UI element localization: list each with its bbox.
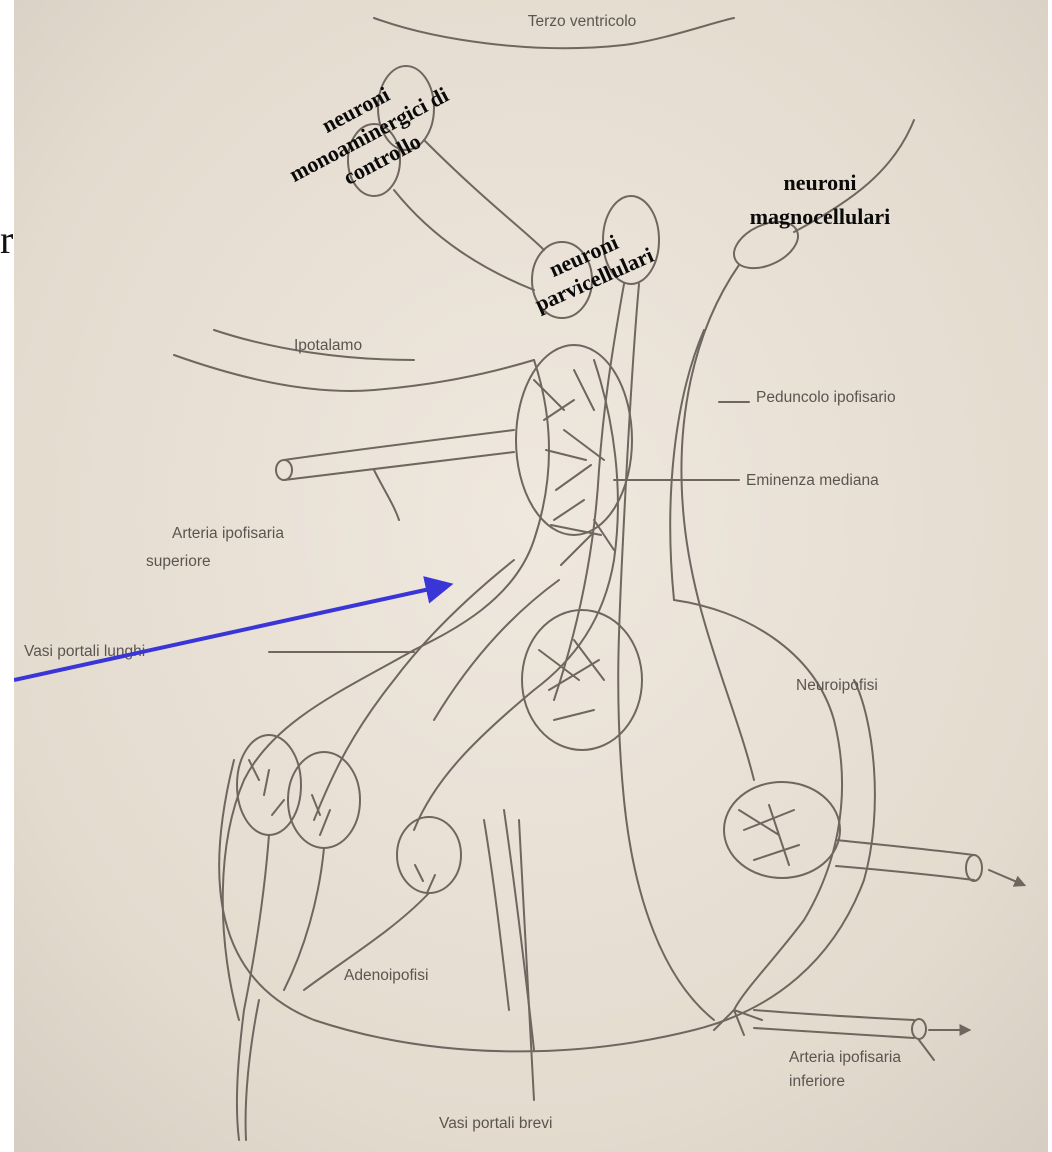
label-pituitary-stalk: Peduncolo ipofisario — [756, 389, 896, 406]
label-neurohypophysis: Neuroipofisi — [796, 677, 878, 694]
paper-background — [14, 0, 1048, 1152]
label-superior-artery-line1: Arteria ipofisaria — [172, 525, 284, 542]
magnocellular-line1: neuroni — [784, 170, 857, 195]
label-long-portal-vessels: Vasi portali lunghi — [24, 643, 145, 660]
label-median-eminence: Eminenza mediana — [746, 472, 879, 489]
label-third-ventricle: Terzo ventricolo — [528, 13, 637, 30]
label-inferior-artery-line1: Arteria ipofisaria — [789, 1049, 901, 1066]
label-hypothalamus: Ipotalamo — [294, 337, 362, 354]
label-adenohypophysis: Adenoipofisi — [344, 967, 428, 984]
pituitary-diagram: Terzo ventricolo Ipotalamo Peduncolo ipo… — [14, 0, 1048, 1152]
label-superior-artery-line2: superiore — [146, 553, 211, 570]
label-short-portal-vessels: Vasi portali brevi — [439, 1115, 552, 1132]
magnocellular-line2: magnocellulari — [750, 204, 891, 229]
label-inferior-artery-line2: inferiore — [789, 1073, 845, 1090]
